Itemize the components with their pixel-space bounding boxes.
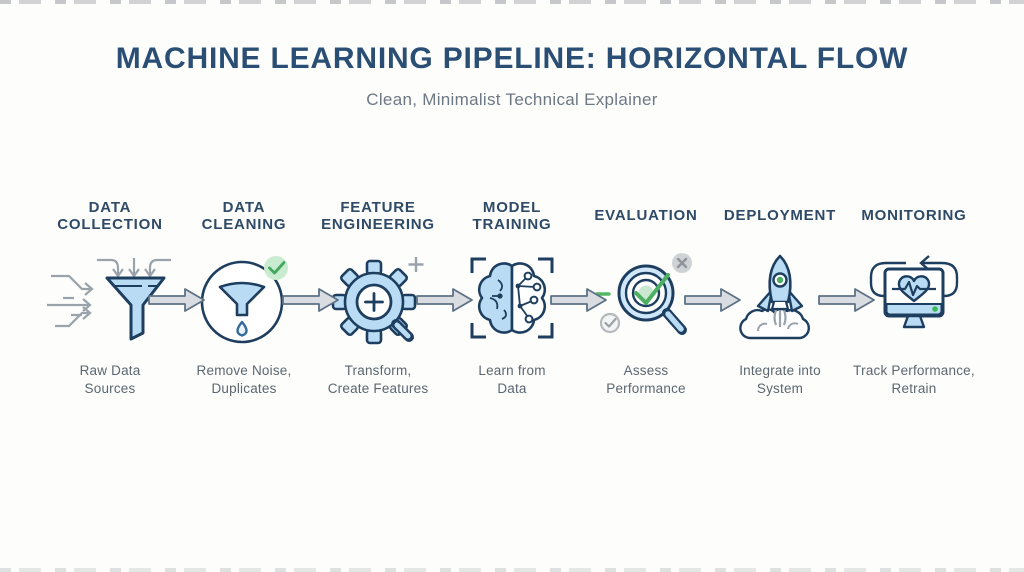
page-title: MACHINE LEARNING PIPELINE: HORIZONTAL FL… (115, 42, 909, 75)
right-arrow-icon (550, 288, 607, 312)
stage-sublabel: Transform, Create Features (327, 363, 429, 397)
target-magnifier-check-icon (594, 248, 698, 353)
right-arrow-icon (416, 288, 473, 312)
flow-arrow (282, 196, 339, 356)
right-arrow-icon (148, 288, 205, 312)
header: MACHINE LEARNING PIPELINE: HORIZONTAL FL… (0, 42, 1024, 110)
flow-arrow (818, 196, 875, 356)
stage-feature-engineering: FEATURE ENGINEERING (321, 196, 434, 398)
brain-network-icon (462, 248, 562, 353)
flow-arrow (416, 196, 473, 356)
rocket-launch-icon (730, 248, 830, 353)
flow-arrow (550, 196, 607, 356)
stage-sublabel: Track Performance, Retrain (853, 363, 975, 397)
right-arrow-icon (818, 288, 875, 312)
stage-sublabel: Remove Noise, Duplicates (196, 363, 292, 397)
stage-model-training: MODEL TRAINING (456, 196, 568, 398)
stage-label: MONITORING (861, 207, 967, 225)
flow-arrow (684, 196, 741, 356)
stage-label: FEATURE ENGINEERING (321, 198, 435, 233)
stage-sublabel: Assess Performance (606, 363, 686, 397)
top-crop-artifact (0, 0, 1024, 4)
stage-deployment: DEPLOYMENT Integrate into System (724, 196, 836, 398)
flow-arrow (148, 196, 205, 356)
stage-sublabel: Raw Data Sources (79, 363, 141, 397)
stage-label: MODEL TRAINING (472, 198, 552, 233)
stage-sublabel: Learn from Data (478, 363, 546, 397)
stage-label: DATA CLEANING (201, 198, 287, 233)
right-arrow-icon (282, 288, 339, 312)
monitor-heartbeat-refresh-icon (860, 248, 968, 353)
stage-data-collection: DATA COLLECTION (47, 196, 171, 398)
stage-evaluation: EVALUATION Assess Performance (590, 196, 702, 398)
right-arrow-icon (684, 288, 741, 312)
pipeline-flow: DATA COLLECTION (0, 196, 1024, 398)
gear-magnifier-icon (326, 248, 430, 353)
stage-label: DEPLOYMENT (723, 207, 837, 225)
funnel-inflow-icon (45, 248, 175, 353)
funnel-droplet-check-icon (194, 248, 294, 353)
stage-monitoring: MONITORING Track Performance, Retrain (853, 196, 974, 398)
stage-label: EVALUATION (594, 207, 698, 225)
bottom-crop-artifact (0, 568, 1024, 572)
stage-data-cleaning: DATA CLEANING Remove Noise, Duplicates (188, 196, 300, 398)
page-subtitle: Clean, Minimalist Technical Explainer (366, 90, 658, 109)
stage-sublabel: Integrate into System (739, 363, 821, 397)
stage-label: DATA COLLECTION (57, 198, 163, 233)
